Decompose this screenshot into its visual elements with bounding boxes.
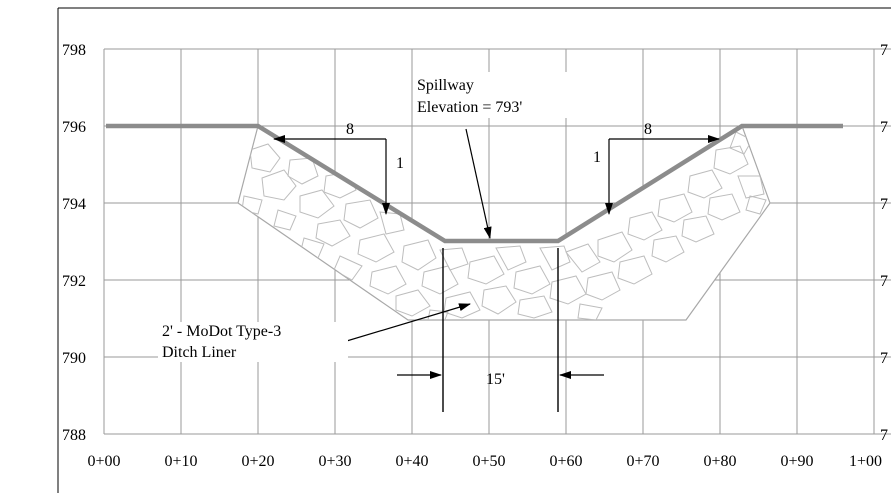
station-label: 0+90 (780, 453, 813, 470)
bottom-width-dimension (397, 248, 604, 412)
slope-left-rise-label: 1 (396, 155, 404, 172)
station-label: 0+00 (87, 453, 120, 470)
station-label: 0+10 (164, 453, 197, 470)
slope-right-run-label: 8 (644, 121, 652, 138)
slope-indicator-right (605, 135, 720, 215)
elevation-label: 798 (62, 42, 86, 59)
station-label: 0+50 (472, 453, 505, 470)
elevation-label: 792 (62, 273, 86, 290)
ditch-liner (237, 125, 771, 321)
slope-indicator-left (273, 135, 390, 215)
liner-callout: 2' - MoDot Type-3 Ditch Liner (158, 322, 348, 362)
station-label: 0+30 (318, 453, 351, 470)
station-labels: 0+00 0+10 0+20 0+30 0+40 0+50 0+60 0+70 … (87, 453, 882, 470)
elevation-label: 7 (880, 350, 888, 367)
liner-name-label: Ditch Liner (162, 344, 237, 361)
elevation-label: 7 (880, 119, 888, 136)
spillway-elevation-label: Elevation = 793' (417, 99, 522, 116)
elevation-labels-right: 7 7 7 7 7 7 (880, 42, 888, 444)
station-label: 1+00 (849, 453, 882, 470)
slope-right-rise-label: 1 (593, 149, 601, 166)
spillway-leader (465, 128, 492, 239)
elevation-labels-left: 798 796 794 792 790 788 (62, 42, 86, 444)
elevation-label: 788 (62, 427, 86, 444)
finished-grade-line (106, 123, 843, 244)
station-label: 0+80 (703, 453, 736, 470)
station-label: 0+20 (241, 453, 274, 470)
station-label: 0+70 (626, 453, 659, 470)
elevation-label: 790 (62, 350, 86, 367)
elevation-label: 794 (62, 196, 86, 213)
liner-type-label: 2' - MoDot Type-3 (162, 323, 281, 340)
elevation-label: 7 (880, 427, 888, 444)
station-label: 0+60 (549, 453, 582, 470)
elevation-label: 7 (880, 42, 888, 59)
station-label: 0+40 (395, 453, 428, 470)
elevation-label: 7 (880, 273, 888, 290)
elevation-label: 796 (62, 119, 86, 136)
spillway-label: Spillway (417, 77, 474, 94)
spillway-callout: Spillway Elevation = 793' (413, 72, 593, 118)
elevation-label: 7 (880, 196, 888, 213)
bottom-width-label: 15' (486, 371, 505, 388)
slope-left-run-label: 8 (346, 121, 354, 138)
